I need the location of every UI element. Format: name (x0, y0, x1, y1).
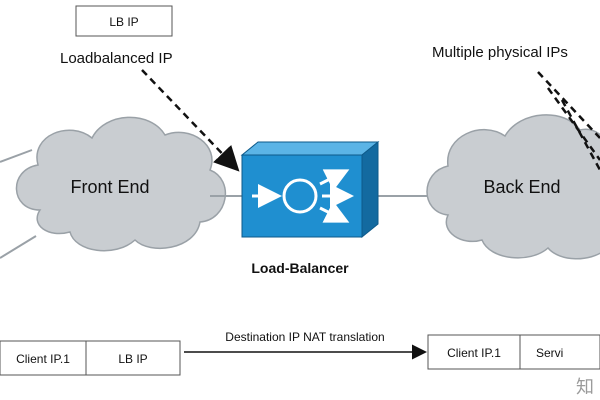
right-packet-field-0: Client IP.1 (447, 346, 501, 360)
back-end-label: Back End (483, 177, 560, 197)
left-packet-field-1: LB IP (118, 352, 147, 366)
nat-label: Destination IP NAT translation (225, 330, 384, 344)
lb-top-face (240, 141, 380, 156)
multiple-ips-label: Multiple physical IPs (432, 44, 568, 61)
front-end-label: Front End (70, 177, 149, 197)
back-end-cloud: Back End (426, 114, 600, 260)
left-link-upper (0, 149, 33, 163)
physical-ip-arrows (537, 71, 600, 171)
load-balancer-label: Load-Balancer (251, 260, 349, 276)
lb-ip-box-label: LB IP (109, 15, 138, 29)
front-end-cloud: Front End (15, 116, 227, 252)
lb-ip-box: LB IP (75, 5, 173, 37)
loadbalanced-ip-arrow (141, 69, 240, 172)
left-link-lower (0, 235, 37, 259)
loadbalanced-ip-label: Loadbalanced IP (60, 50, 173, 67)
watermark-logo: 知 (576, 377, 594, 398)
right-packet-field-1: Servi (536, 346, 563, 360)
lb-side-face (361, 140, 379, 239)
load-balancer-device (240, 140, 380, 239)
balancer-arrows-icon (252, 169, 354, 223)
left-packet-field-0: Client IP.1 (16, 352, 70, 366)
left-packet: Client IP.1 LB IP (0, 340, 181, 376)
right-packet: Client IP.1 Servi (427, 334, 600, 370)
